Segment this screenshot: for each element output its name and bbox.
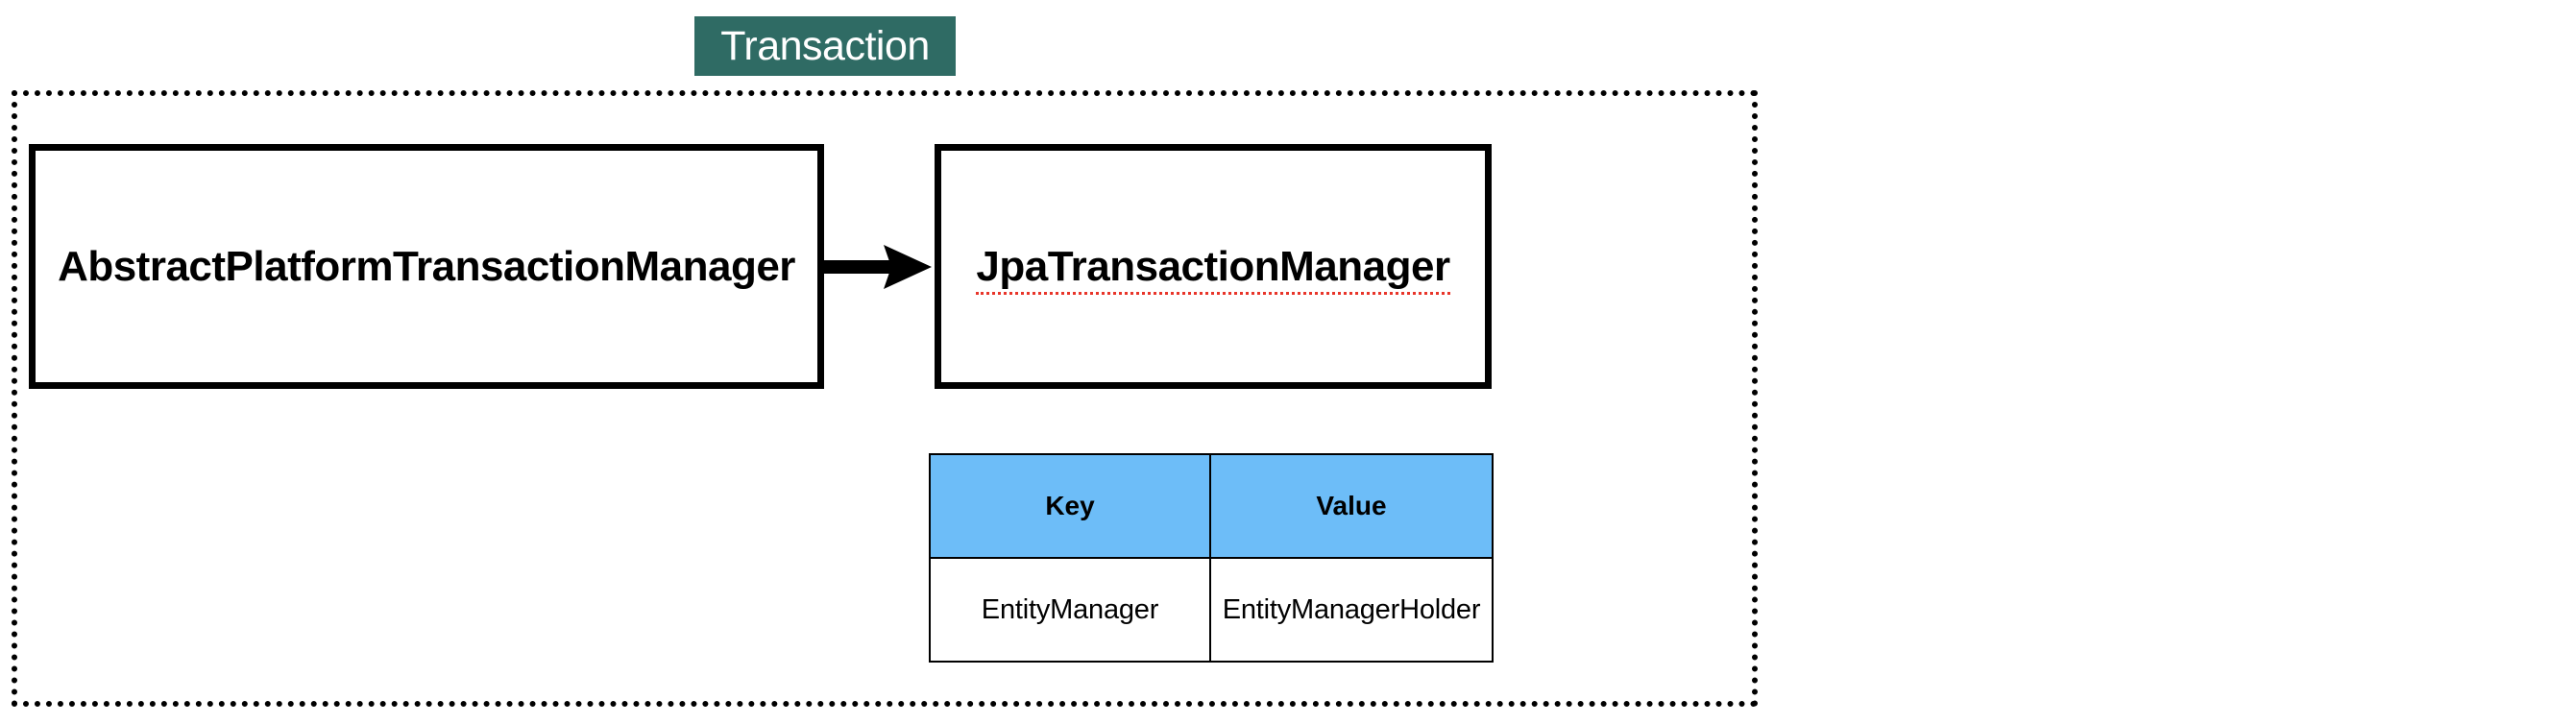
node-label-jpa-transaction-manager: JpaTransactionManager (976, 242, 1450, 295)
transaction-title-label: Transaction (720, 22, 930, 69)
column-header-key: Key (929, 453, 1211, 559)
resource-table: Key Value EntityManager EntityManagerHol… (929, 453, 1494, 663)
node-label-abstract-platform-transaction-manager: AbstractPlatformTransactionManager (58, 242, 795, 290)
column-header-value: Value (1209, 453, 1494, 559)
node-abstract-platform-transaction-manager[interactable]: AbstractPlatformTransactionManager (29, 144, 824, 389)
cell-key: EntityManager (929, 557, 1211, 663)
transaction-boundary (12, 90, 1758, 707)
table-row: EntityManager EntityManagerHolder (929, 557, 1494, 663)
arrow-apm-to-jtm-icon (824, 245, 937, 289)
node-jpa-transaction-manager[interactable]: JpaTransactionManager (935, 144, 1492, 389)
cell-value: EntityManagerHolder (1209, 557, 1494, 663)
table-header-row: Key Value (929, 453, 1494, 559)
transaction-title-badge: Transaction (694, 16, 956, 76)
